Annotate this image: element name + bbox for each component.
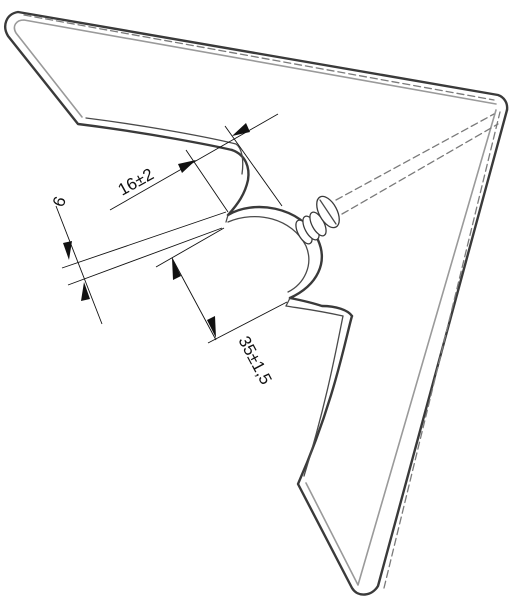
upper-arm-fold-edge <box>85 117 237 145</box>
screw-shaft-hidden-bottom <box>341 123 499 215</box>
radius-arrow-top <box>172 258 181 280</box>
lower-arm-back-edge <box>305 109 497 586</box>
lower-arm-fold-edge <box>303 315 344 477</box>
upper-arm <box>4 10 509 152</box>
width-label: 16±2 <box>115 165 157 200</box>
radius-extension-1 <box>155 227 225 268</box>
saddle-clamp <box>225 143 354 318</box>
screw <box>295 113 499 245</box>
radius-extension-2 <box>207 301 288 344</box>
dimension-thickness: 6 <box>49 194 227 325</box>
dimension-width: 16±2 <box>109 113 283 213</box>
lower-arm-hidden-edge <box>383 111 501 589</box>
thickness-dimension-line <box>55 205 103 325</box>
width-arrow-right <box>232 123 250 136</box>
dimension-radius: 35±1,5 <box>155 227 288 388</box>
saddle-outer-curve <box>226 205 323 300</box>
thickness-arrow-top <box>63 241 72 260</box>
radius-arrow-bottom <box>207 316 216 338</box>
thickness-extension-2 <box>67 227 223 286</box>
screw-shaft-hidden-top <box>335 113 495 201</box>
upper-arm-hidden-edge <box>23 14 495 101</box>
width-dimension-line <box>109 113 279 211</box>
width-arrow-left <box>178 160 196 173</box>
saddle-lower-lip <box>288 296 354 318</box>
saddle-upper-lip <box>226 148 250 217</box>
lower-arm <box>296 108 509 596</box>
upper-arm-back-edge <box>13 19 497 118</box>
saddle-tab-top <box>225 214 229 223</box>
saddle-lower-lip-inner <box>285 305 344 317</box>
radius-dimension-line <box>171 257 217 341</box>
saddle-inner-curve <box>227 215 310 293</box>
width-extension-1 <box>185 149 229 213</box>
thickness-arrow-bottom <box>81 282 90 301</box>
saddle-upper-lip-inner <box>235 143 244 175</box>
upper-arm-outline <box>4 10 509 152</box>
screw-head-slot <box>319 199 337 225</box>
thickness-extension-1 <box>61 211 227 269</box>
lower-arm-outline <box>296 108 509 596</box>
thickness-label: 6 <box>49 194 70 209</box>
saddle-tab-bottom <box>285 297 291 307</box>
radius-label: 35±1,5 <box>234 333 275 388</box>
width-extension-2 <box>224 125 283 207</box>
